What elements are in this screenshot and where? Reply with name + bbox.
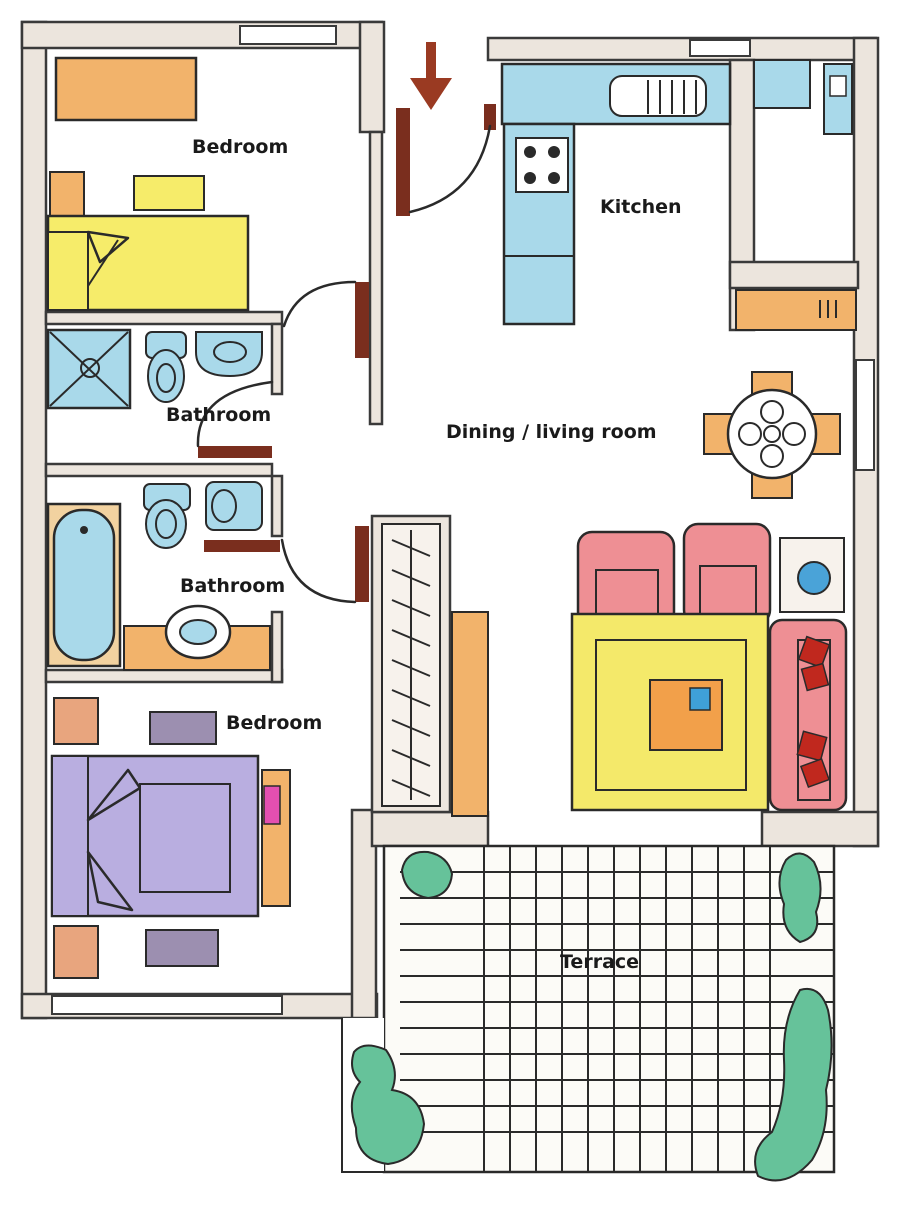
room-label-bedroom-top: Bedroom (192, 136, 288, 158)
exterior-walls (20, 20, 880, 1020)
room-label-bathroom-lower: Bathroom (180, 575, 285, 597)
hall-wardrobe (381, 523, 489, 817)
terrace-floor (341, 844, 836, 1174)
doors (196, 104, 496, 604)
room-label-bathroom-upper: Bathroom (166, 404, 271, 426)
bathroom-lower-fixtures (46, 481, 271, 671)
plant-icon (350, 850, 833, 1182)
room-label-terrace: Terrace (560, 951, 639, 973)
kitchen-fixtures (500, 59, 857, 331)
bedroom-top-furniture (46, 56, 250, 312)
room-label-dining-living: Dining / living room (446, 421, 657, 443)
dining-table (703, 371, 841, 499)
arrow-down-icon (410, 42, 452, 110)
room-label-kitchen: Kitchen (600, 196, 682, 218)
room-label-bedroom-bottom: Bedroom (226, 712, 322, 734)
living-room-furniture (570, 522, 848, 812)
bathroom-upper-fixtures (46, 328, 263, 410)
bedroom-bottom-furniture (50, 697, 291, 979)
